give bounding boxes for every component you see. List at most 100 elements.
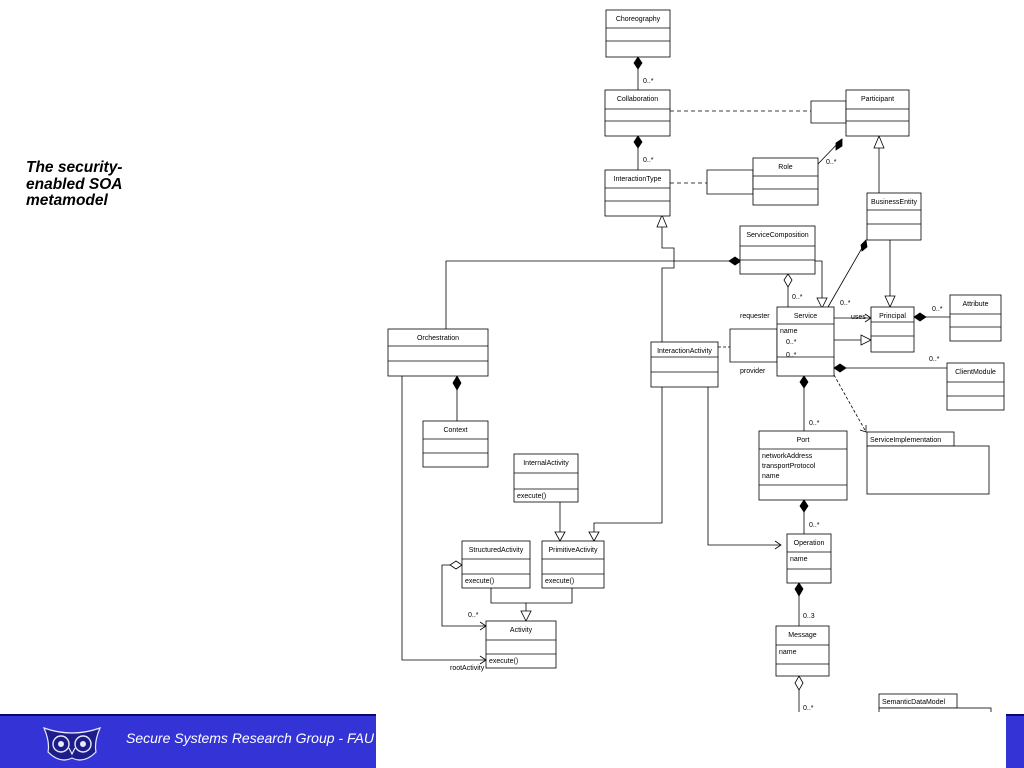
- class-primitive-activity: PrimitiveActivity execute(): [541, 540, 605, 589]
- class-operation: execute(): [545, 578, 574, 585]
- triangle-primitive-internal: [554, 531, 566, 542]
- class-name: Attribute: [962, 301, 988, 308]
- diamond-servicecomposition-agg: [783, 273, 793, 288]
- triangle-primitive-interaction: [588, 531, 600, 542]
- class-name: Service: [794, 313, 817, 320]
- mult-requester: 0..*: [786, 339, 797, 346]
- diamond-operation-message: [794, 582, 804, 597]
- class-interaction-type: InteractionType: [604, 169, 671, 217]
- class-name: Collaboration: [617, 96, 658, 103]
- service-assoc-box: [729, 328, 778, 363]
- class-attribute: name: [779, 649, 797, 656]
- class-collaboration: Collaboration: [604, 89, 671, 137]
- class-name: ServiceImplementation: [870, 437, 941, 444]
- class-principal: Principal: [870, 306, 915, 353]
- mult-port: 0..*: [809, 420, 820, 427]
- owl-logo-icon: [42, 726, 102, 761]
- assoc-servicecomposition-orchestration: [445, 260, 735, 329]
- diamond-choreography: [633, 56, 643, 70]
- class-name: SemanticDataModel: [882, 699, 945, 706]
- assoc-businessentity-service: [827, 247, 863, 308]
- mult-attribute: 0..*: [932, 306, 943, 313]
- class-participant: Participant: [845, 89, 910, 137]
- mult-collaboration: 0..*: [643, 78, 654, 85]
- diamond-collaboration: [633, 135, 643, 149]
- assoc-interactionactivity-operation: [707, 387, 781, 546]
- mult-message: 0..3: [803, 613, 815, 620]
- class-name: Port: [797, 437, 810, 444]
- mult-service-composition: 0..*: [792, 294, 803, 301]
- class-service: Service name: [776, 306, 835, 377]
- class-name: Principal: [879, 313, 906, 320]
- class-activity: Activity execute(): [485, 620, 557, 669]
- assoc-orchestration-activity: [401, 376, 486, 661]
- mult-client-module: 0..*: [929, 356, 940, 363]
- diamond-service-clientmodule: [833, 363, 847, 373]
- class-attribute: Attribute: [949, 294, 1002, 342]
- mult-business-service: 0..*: [840, 300, 851, 307]
- diamond-businessentity-service: [860, 239, 868, 252]
- agg-structuredactivity-activity: [441, 564, 486, 627]
- triangle-participant: [873, 134, 885, 149]
- arrow-operation: [774, 540, 782, 550]
- mult-role: 0..*: [826, 159, 837, 166]
- slide-title: The security-enabled SOA metamodel: [26, 159, 123, 209]
- mult-interactiontype: 0..*: [643, 157, 654, 164]
- diamond-participant-role: [835, 138, 843, 151]
- class-operation: execute(): [489, 658, 518, 665]
- mult-provider: 0..*: [786, 352, 797, 359]
- class-name: Context: [443, 427, 467, 434]
- mult-activity: 0..*: [468, 612, 479, 619]
- role-provider: provider: [740, 368, 766, 375]
- footer-text: Secure Systems Research Group - FAU: [126, 730, 374, 746]
- class-operation: Operation name: [786, 533, 832, 584]
- diamond-message-agg: [794, 675, 804, 691]
- class-name: InteractionType: [614, 176, 662, 183]
- triangle-principal-businessentity: [884, 295, 896, 308]
- class-role: Role: [752, 157, 819, 206]
- role-root-activity: rootActivity: [450, 665, 485, 672]
- class-attribute: name: [762, 473, 780, 480]
- triangle-activity: [520, 610, 532, 622]
- class-name: Message: [788, 632, 817, 639]
- diamond-structuredactivity-agg: [449, 560, 463, 570]
- class-attribute: transportProtocol: [762, 463, 816, 470]
- gen-primitiveactivity-activity: [526, 588, 573, 604]
- class-attribute: name: [780, 328, 798, 335]
- class-name: InteractionActivity: [657, 348, 712, 355]
- gen-servicecomposition-service: [815, 260, 823, 298]
- class-operation: execute(): [517, 493, 546, 500]
- diamond-servicecomposition: [728, 256, 742, 266]
- diamond-port-operation: [799, 499, 809, 513]
- class-name: Activity: [510, 627, 533, 634]
- triangle-principal-service: [860, 334, 872, 346]
- class-name: Role: [778, 164, 793, 171]
- footer-bar-right: [1006, 714, 1024, 768]
- class-client-module: ClientModule: [946, 362, 1005, 411]
- diamond-service-port: [799, 375, 809, 389]
- role-assoc-box: [706, 169, 754, 195]
- class-message: Message name: [775, 625, 830, 677]
- class-port: Port networkAddress transportProtocol name: [758, 430, 848, 501]
- participant-assoc-box: [810, 100, 847, 124]
- class-business-entity: BusinessEntity: [866, 192, 922, 241]
- mult-operation: 0..*: [809, 522, 820, 529]
- class-name: Operation: [794, 540, 825, 547]
- diamond-orchestration: [452, 375, 462, 391]
- class-attribute: networkAddress: [762, 453, 813, 460]
- class-name: PrimitiveActivity: [548, 547, 598, 554]
- class-operation: execute(): [465, 578, 494, 585]
- footer-bar: Secure Systems Research Group - FAU: [0, 714, 376, 768]
- class-name: ServiceComposition: [746, 232, 808, 239]
- class-name: Participant: [861, 96, 894, 103]
- gen-structuredactivity-activity: [490, 588, 527, 611]
- gen-interactionactivity-primitiveactivity: [593, 387, 663, 532]
- mult-message-part: 0..*: [803, 705, 814, 712]
- class-name: Choreography: [616, 16, 661, 23]
- triangle-interactiontype: [656, 213, 668, 228]
- class-attribute: name: [790, 556, 808, 563]
- class-context: Context: [422, 420, 489, 468]
